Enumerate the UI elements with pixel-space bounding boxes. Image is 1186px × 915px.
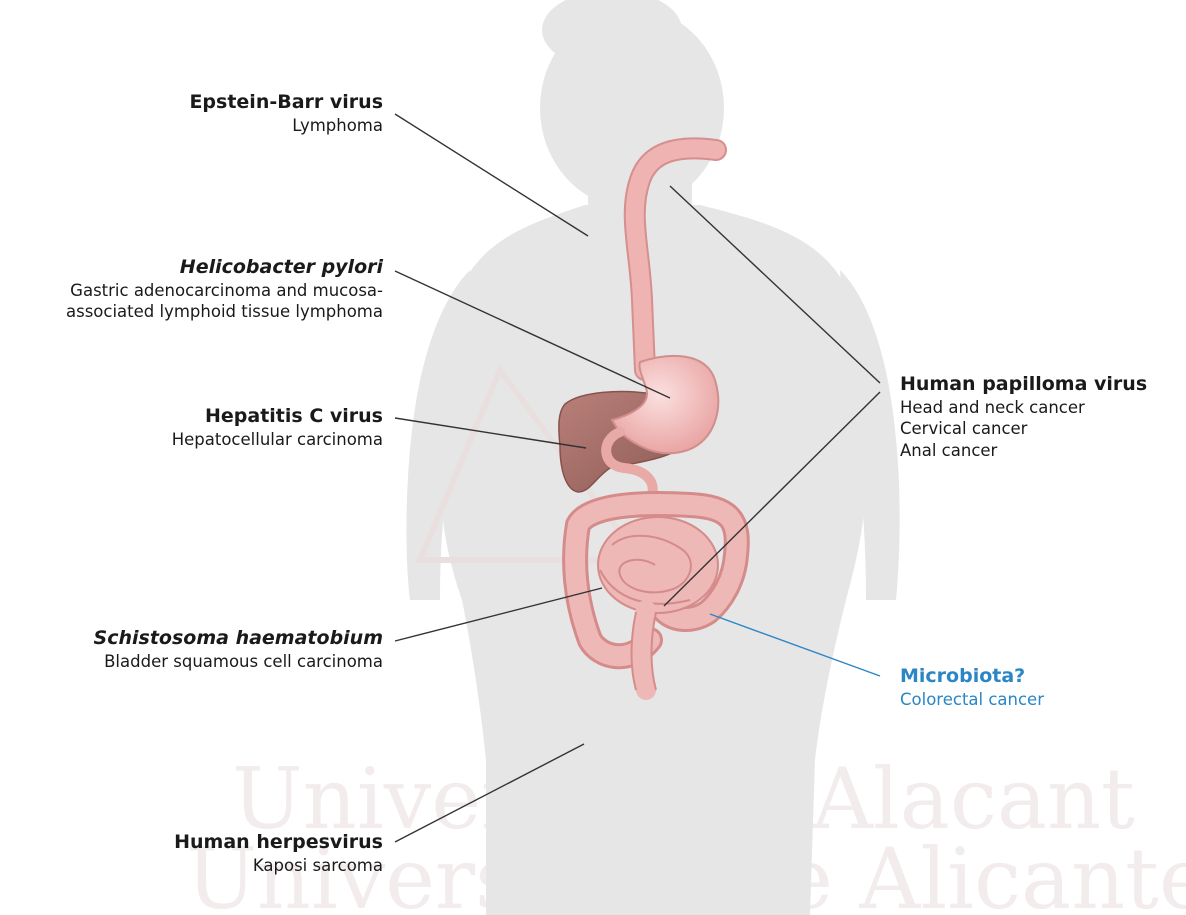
label-hpv: Human papilloma virus Head and neck canc… (900, 372, 1147, 461)
schisto-disease-1: Bladder squamous cell carcinoma (94, 651, 383, 672)
hpv-disease-1: Head and neck cancer (900, 397, 1147, 418)
small-intestine (598, 517, 718, 613)
hpv-disease-3: Anal cancer (900, 440, 1147, 461)
hpv-disease-2: Cervical cancer (900, 418, 1147, 439)
hpylori-title: Helicobacter pylori (66, 255, 383, 280)
label-schisto: Schistosoma haematobium Bladder squamous… (94, 626, 383, 672)
hpylori-disease-1: Gastric adenocarcinoma and mucosa- (66, 280, 383, 301)
ebv-title: Epstein-Barr virus (189, 90, 383, 115)
schisto-title: Schistosoma haematobium (94, 626, 383, 651)
hpv-title: Human papilloma virus (900, 372, 1147, 397)
hhv-title: Human herpesvirus (174, 830, 383, 855)
hcv-disease-1: Hepatocellular carcinoma (172, 429, 383, 450)
label-ebv: Epstein-Barr virus Lymphoma (189, 90, 383, 136)
rectum (642, 610, 647, 690)
microbiota-title: Microbiota? (900, 664, 1044, 689)
hpylori-disease-2: associated lymphoid tissue lymphoma (66, 301, 383, 322)
label-microbiota: Microbiota? Colorectal cancer (900, 664, 1044, 710)
label-hhv: Human herpesvirus Kaposi sarcoma (174, 830, 383, 876)
hhv-disease-1: Kaposi sarcoma (174, 855, 383, 876)
label-hpylori: Helicobacter pylori Gastric adenocarcino… (66, 255, 383, 323)
label-hcv: Hepatitis C virus Hepatocellular carcino… (172, 404, 383, 450)
microbiota-disease-1: Colorectal cancer (900, 689, 1044, 710)
hcv-title: Hepatitis C virus (172, 404, 383, 429)
ebv-disease-1: Lymphoma (189, 115, 383, 136)
